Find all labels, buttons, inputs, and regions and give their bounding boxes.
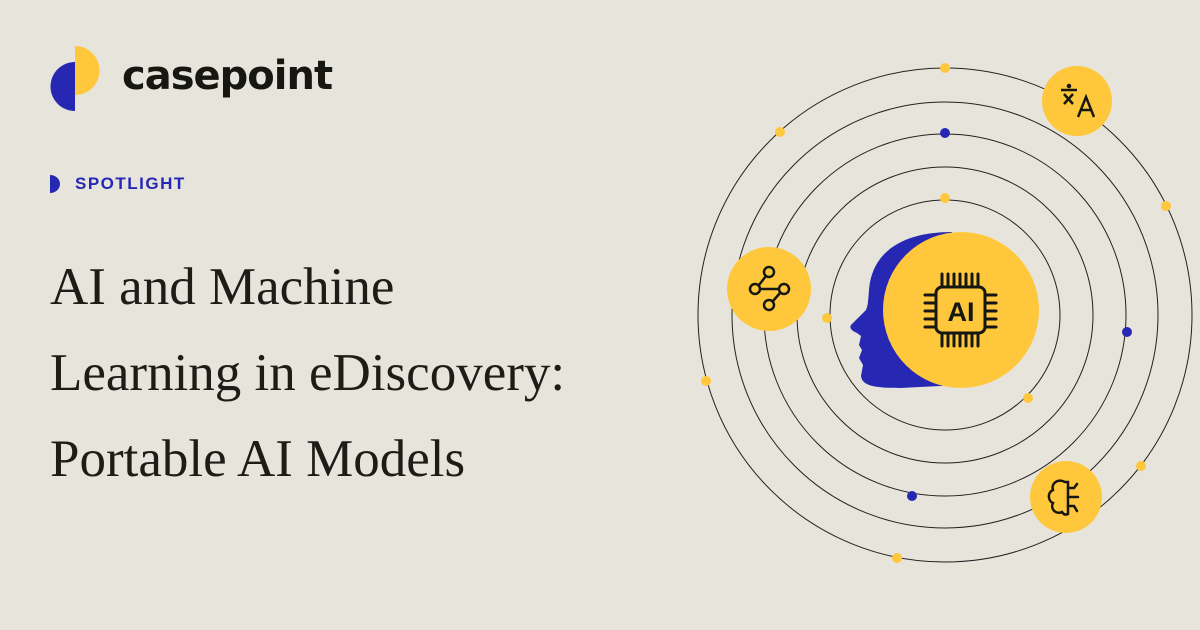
half-circle-icon — [50, 175, 60, 193]
title-line: AI and Machine — [50, 258, 395, 316]
network-icon — [748, 265, 791, 312]
tag-label: SPOTLIGHT — [75, 174, 186, 193]
ai-label: AI — [948, 297, 975, 327]
blue-dots — [907, 128, 1132, 501]
translate-bubble — [1042, 66, 1112, 136]
yellow-dots — [701, 63, 1171, 563]
ai-circle — [883, 232, 1039, 388]
title-line: Learning in eDiscovery: — [50, 344, 566, 402]
casepoint-logo: casepoint — [50, 46, 333, 112]
translate-icon — [1061, 83, 1096, 118]
page-title: AI and Machine Learning in eDiscovery: P… — [50, 244, 565, 502]
ai-chip-icon — [923, 272, 998, 348]
title-line: Portable AI Models — [50, 430, 466, 488]
brand-name: casepoint — [122, 53, 333, 99]
logo-mark-icon — [50, 46, 100, 111]
spotlight-tag: SPOTLIGHT — [50, 174, 186, 194]
brain-icon — [1047, 479, 1080, 516]
brain-bubble — [1030, 461, 1102, 533]
